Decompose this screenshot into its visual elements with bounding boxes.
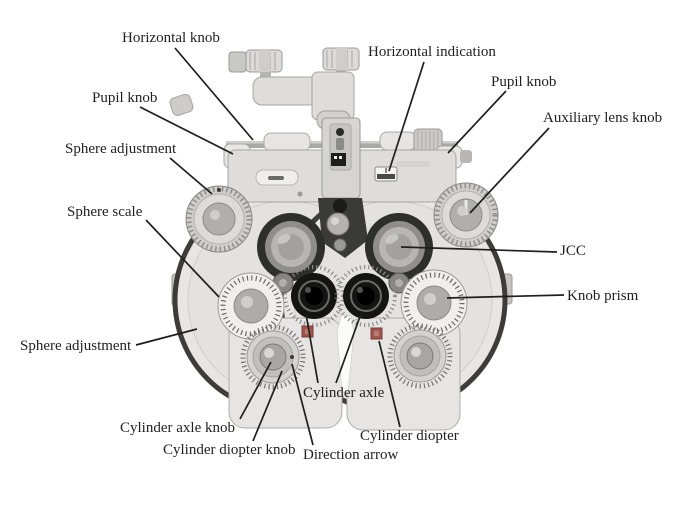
leader-knob-prism: [446, 294, 565, 299]
leader-horizontal-indication: [388, 61, 425, 172]
leader-pupil-knob-right: [447, 90, 507, 154]
label-pupil-knob-left: Pupil knob: [92, 90, 158, 106]
label-sphere-scale: Sphere scale: [67, 204, 143, 220]
label-direction-arrow: Direction arrow: [303, 447, 399, 463]
leader-horizontal-knob: [174, 47, 254, 141]
sphere-adjustment-dial: [185, 185, 253, 253]
label-sphere-adjustment-top: Sphere adjustment: [65, 141, 177, 157]
label-pupil-knob-right: Pupil knob: [491, 74, 557, 90]
left-top-knob: [245, 49, 283, 78]
leader-cylinder-axle-left: [305, 313, 319, 384]
central-bracket: [321, 117, 361, 199]
right-top-knob: [322, 47, 360, 77]
leader-sphere-scale: [145, 219, 220, 298]
label-knob-prism: Knob prism: [567, 288, 639, 304]
label-horizontal-indication: Horizontal indication: [368, 44, 496, 60]
leader-cylinder-axle-knob: [239, 361, 272, 420]
horizontal-indication-window: [374, 166, 398, 182]
leader-jcc: [400, 246, 558, 253]
label-cylinder-diopter: Cylinder diopter: [360, 428, 459, 444]
main-housing: [227, 117, 457, 203]
sphere-scale-dial: [217, 272, 285, 340]
leader-auxiliary-lens-knob: [469, 127, 550, 214]
leader-direction-arrow: [291, 363, 314, 446]
leader-cylinder-diopter: [378, 340, 401, 428]
cylinder-knob-left: [240, 324, 306, 390]
leader-pupil-knob-left: [139, 106, 234, 155]
jcc-lens-right: [365, 213, 433, 281]
label-auxiliary-lens-knob: Auxiliary lens knob: [543, 110, 663, 126]
prism-knob-dial: [400, 269, 468, 337]
rod-end-tip: [460, 150, 472, 163]
auxiliary-lens-dial: [433, 182, 499, 248]
label-horizontal-knob: Horizontal knob: [122, 30, 220, 46]
left-rod-sleeve: [263, 132, 311, 152]
cylinder-knob-right: [387, 323, 453, 389]
right-aperture: [335, 265, 397, 327]
leader-lines: [135, 47, 565, 446]
label-cylinder-axle: Cylinder axle: [303, 385, 385, 401]
central-mechanism: [318, 198, 368, 258]
jcc-lens-left: [257, 213, 325, 281]
leader-cylinder-diopter-knob: [252, 370, 283, 442]
label-cylinder-axle-knob: Cylinder axle knob: [120, 420, 235, 436]
far-side-knob: [169, 93, 194, 116]
housing-center-gap: [336, 315, 355, 393]
leader-cylinder-axle-right: [335, 310, 363, 384]
leader-sphere-adjustment-bottom: [135, 328, 198, 346]
label-sphere-adjustment-bottom: Sphere adjustment: [20, 338, 132, 354]
top-assembly: [228, 47, 360, 130]
label-jcc: JCC: [560, 243, 586, 259]
label-cylinder-diopter-knob: Cylinder diopter knob: [163, 442, 296, 458]
leader-sphere-adjustment-top: [169, 157, 213, 195]
